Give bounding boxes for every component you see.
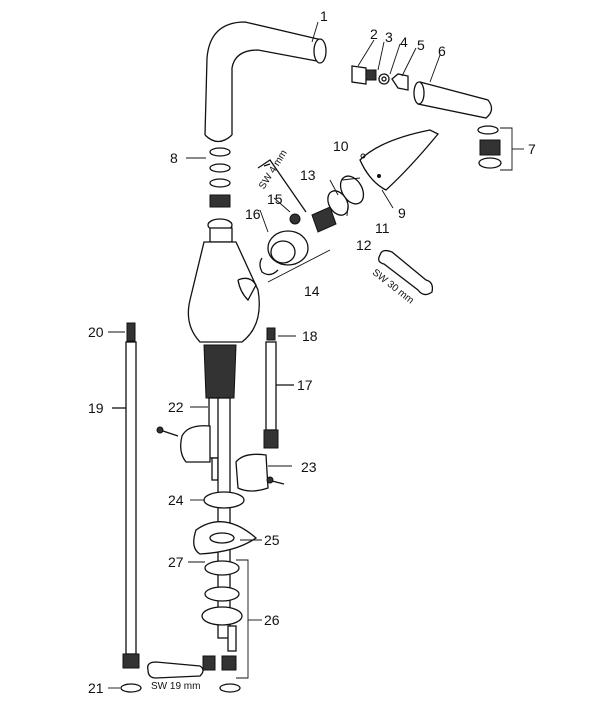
callout-25: 25 xyxy=(264,532,280,548)
faucet-body xyxy=(187,227,260,399)
mounting-clamp-left xyxy=(156,425,211,463)
spray-head-cover xyxy=(359,129,440,191)
callout-15: 15 xyxy=(267,191,283,207)
washer-24 xyxy=(203,491,245,509)
callout-26: 26 xyxy=(264,612,280,628)
callout-23: 23 xyxy=(301,459,317,475)
callout-24: 24 xyxy=(168,492,184,508)
callout-16: 16 xyxy=(245,206,261,222)
callout-17: 17 xyxy=(297,377,313,393)
callout-7: 7 xyxy=(528,141,536,157)
callout-14: 14 xyxy=(304,283,320,299)
callout-3: 3 xyxy=(385,29,393,45)
callout-1: 1 xyxy=(320,8,328,24)
mounting-clamp-right xyxy=(235,453,285,492)
callout-18: 18 xyxy=(302,328,318,344)
callout-11: 11 xyxy=(375,220,390,236)
spout-wrench-tool xyxy=(378,249,434,296)
callout-20: 20 xyxy=(88,324,104,340)
callout-10: 10 xyxy=(333,138,349,154)
ring-set-8 xyxy=(207,147,233,232)
callout-8: 8 xyxy=(170,150,178,166)
callout-5: 5 xyxy=(417,37,425,53)
leader-lines xyxy=(108,21,441,689)
hose-wrench-size-label: SW 19 mm xyxy=(151,681,201,692)
aerator-parts xyxy=(477,125,524,171)
callout-9: 9 xyxy=(398,205,406,221)
callout-27: 27 xyxy=(168,554,184,570)
callout-4: 4 xyxy=(400,34,408,50)
callout-21: 21 xyxy=(88,680,104,696)
callout-22: 22 xyxy=(168,399,184,415)
spray-rings xyxy=(311,175,365,233)
hex-key-tool xyxy=(257,159,307,213)
callout-6: 6 xyxy=(438,43,446,59)
hose-17 xyxy=(263,327,294,449)
fixing-set-26 xyxy=(201,559,262,679)
hose-19 xyxy=(112,322,142,693)
callout-13: 13 xyxy=(300,167,316,183)
callout-2: 2 xyxy=(370,26,378,42)
callout-12: 12 xyxy=(356,237,372,253)
spout-connector-parts xyxy=(351,65,493,119)
spout-body xyxy=(204,21,327,143)
callout-19: 19 xyxy=(88,400,104,416)
bottom-connectors xyxy=(202,655,241,693)
center-pipe xyxy=(217,397,231,639)
spray-head xyxy=(259,213,331,283)
base-plate-25 xyxy=(193,521,258,555)
hose-wrench-tool xyxy=(147,661,204,679)
